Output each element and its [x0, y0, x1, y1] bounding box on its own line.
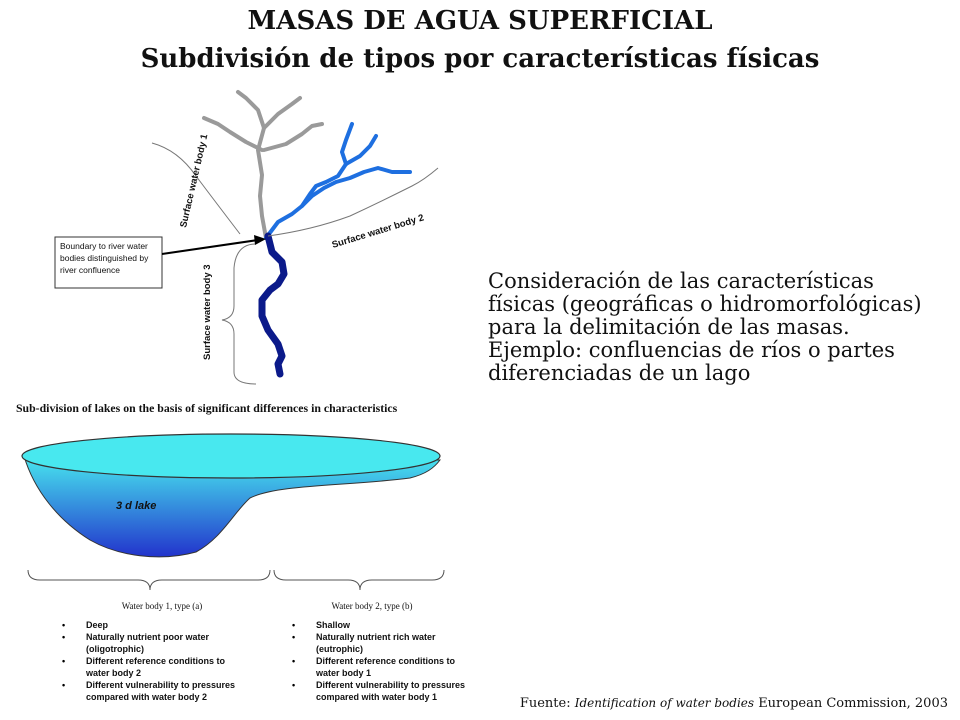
source-title: Identification of water bodies	[574, 696, 755, 710]
bullet-icon: •	[292, 656, 295, 666]
brace-lake-wb2	[273, 569, 445, 591]
brace-wb3	[221, 243, 257, 385]
wb1-characteristics-list: • Deep • Naturally nutrient poor water (olig…	[62, 620, 235, 702]
bullet-icon: •	[62, 680, 65, 690]
list-item: Different vulnerability to pressures	[86, 680, 235, 690]
bullet-icon: •	[62, 656, 65, 666]
river-surface-water-body-3	[258, 232, 288, 378]
brace-lake-wb1	[27, 569, 271, 591]
label-surface-water-body-3: Surface water body 3	[202, 264, 213, 360]
annotation-line-3: river confluence	[60, 265, 120, 275]
bullet-icon: •	[62, 620, 65, 630]
list-item: (eutrophic)	[316, 644, 363, 654]
lake-label: 3 d lake	[116, 500, 156, 512]
annotation-line-2: bodies distinguished by	[60, 253, 149, 263]
wb2-characteristics-list: • Shallow • Naturally nutrient rich water (e…	[292, 620, 465, 702]
list-item: (oligotrophic)	[86, 644, 144, 654]
river-surface-water-body-1	[202, 90, 324, 240]
bullet-icon: •	[292, 632, 295, 642]
page-title: MASAS DE AGUA SUPERFICIAL	[247, 6, 713, 36]
wb2-title: Water body 2, type (b)	[332, 601, 413, 611]
source-publisher: European Commission, 2003	[758, 696, 948, 711]
list-item: Different reference conditions to	[86, 656, 226, 666]
list-item: compared with water body 2	[86, 692, 207, 702]
bullet-icon: •	[292, 680, 295, 690]
lake-diagram-heading: Sub-division of lakes on the basis of si…	[16, 401, 398, 415]
lake-shape	[21, 433, 441, 558]
brace-wb2	[267, 167, 439, 237]
page-subtitle: Subdivisión de tipos por características…	[140, 44, 820, 74]
brace-wb1	[151, 142, 241, 235]
label-surface-water-body-1: Surface water body 1	[178, 132, 210, 228]
list-item: Naturally nutrient rich water	[316, 632, 436, 642]
bullet-icon: •	[292, 620, 295, 630]
annotation-line-1: Boundary to river water	[60, 241, 148, 251]
list-item: water body 2	[85, 668, 141, 678]
river-surface-water-body-2	[264, 122, 412, 240]
source-citation: Fuente: Identification of water bodies E…	[520, 696, 948, 711]
list-item: water body 1	[315, 668, 371, 678]
list-item: Different reference conditions to	[316, 656, 456, 666]
annotation-arrow	[161, 239, 259, 255]
source-prefix: Fuente:	[519, 696, 571, 711]
list-item: Deep	[86, 620, 109, 630]
annotation-box	[54, 236, 163, 289]
body-text: Consideración de las características fís…	[488, 269, 922, 385]
arrow-head-icon	[254, 235, 266, 245]
list-item: Naturally nutrient poor water	[86, 632, 210, 642]
wb1-title: Water body 1, type (a)	[122, 601, 203, 611]
list-item: compared with water body 1	[316, 692, 437, 702]
list-item: Different vulnerability to pressures	[316, 680, 465, 690]
confluence-annotation: Boundary to river water bodies distingui…	[54, 235, 266, 289]
list-item: Shallow	[316, 620, 351, 630]
bullet-icon: •	[62, 632, 65, 642]
